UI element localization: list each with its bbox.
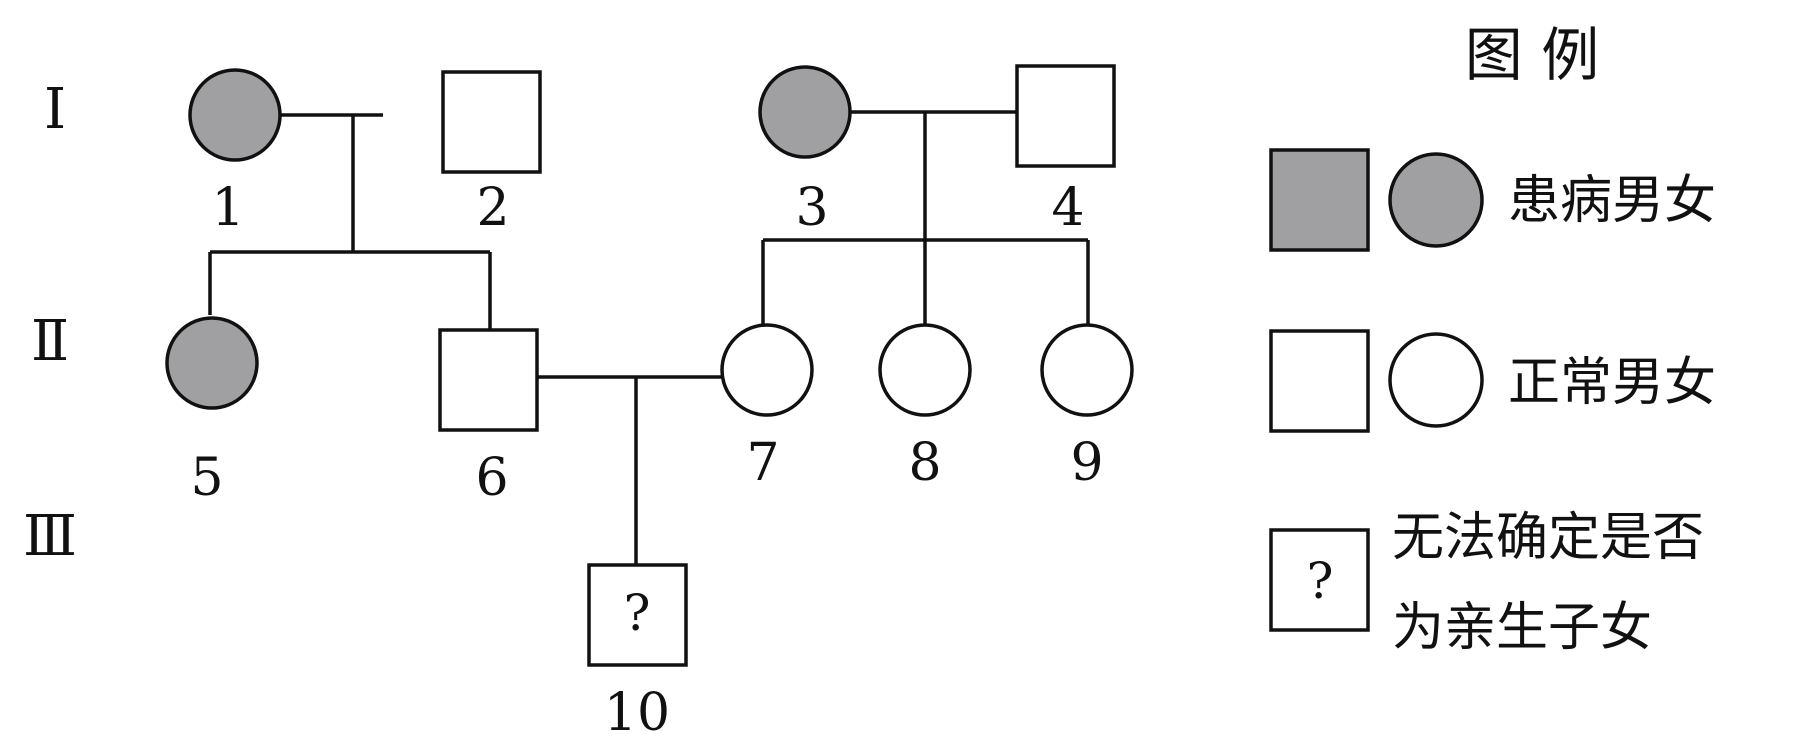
individual-8: 8 [878,323,972,493]
individual-number: 9 [1070,433,1103,493]
affected-female-symbol [165,316,259,410]
legend-title: 图 例 [1465,21,1599,89]
legend: 图 例 患病男女 正常男女 ? 无法确定是否 为亲生子女 [1269,21,1716,658]
individual-2: 2 [441,70,542,238]
legend-normal-male-symbol [1269,329,1370,433]
individual-9: 9 [1040,323,1134,493]
legend-affected-male-symbol [1269,148,1370,252]
legend-question-mark: ? [1307,552,1334,610]
individual-number: 1 [211,178,244,238]
individual-5: 5 [165,316,259,508]
individual-number: 8 [908,433,941,493]
individual-4: 4 [1015,64,1116,238]
normal-female-symbol [1040,323,1134,417]
individual-number: 2 [476,178,509,238]
legend-uncertain-label-line1: 无法确定是否 [1392,508,1704,568]
individual-number: 5 [190,448,223,508]
normal-female-symbol [878,323,972,417]
individual-number: 4 [1051,178,1084,238]
normal-female-symbol [720,323,814,417]
individual-number: 10 [604,683,670,740]
legend-uncertain-symbol [1269,528,1370,632]
individual-7: 7 [720,323,814,493]
question-mark: ? [624,584,651,642]
generation-label-2: Ⅱ [31,309,69,374]
affected-female-symbol [758,65,852,159]
individual-number: 3 [795,178,828,238]
normal-male-symbol [441,70,542,174]
normal-male-symbol [438,328,539,432]
individual-3: 3 [758,65,852,238]
pedigree-lines [208,110,1090,565]
legend-normal-female-symbol [1388,332,1484,428]
individual-6: 6 [438,328,539,508]
legend-normal-label: 正常男女 [1508,353,1716,413]
legend-affected-female-symbol [1388,152,1484,248]
individual-number: 7 [746,433,779,493]
individual-10: ? 10 [587,563,688,740]
individual-number: 6 [475,448,508,508]
normal-male-symbol [1015,64,1116,168]
uncertain-male-symbol [587,563,688,667]
affected-female-symbol [188,68,282,162]
legend-affected-label: 患病男女 [1508,171,1716,231]
legend-uncertain-label-line2: 为亲生子女 [1392,598,1652,658]
generation-label-1: Ⅰ [44,77,66,142]
generation-label-3: Ⅲ [23,504,77,569]
individual-1: 1 [188,68,282,238]
